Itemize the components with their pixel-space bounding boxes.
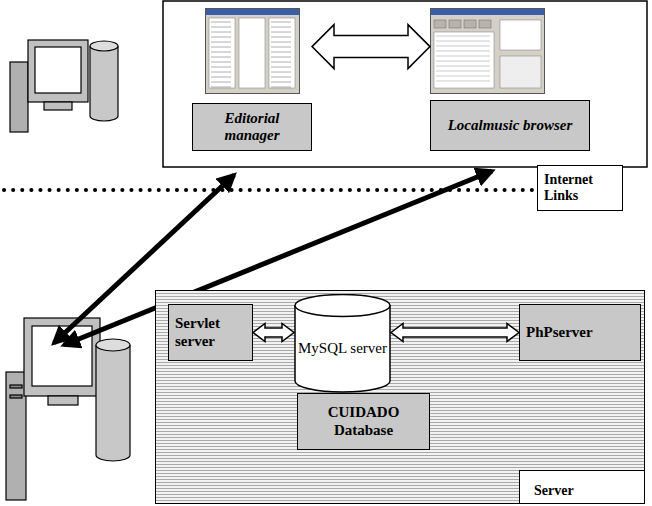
node-text: Localmusic browser — [448, 117, 573, 134]
internet-label-box: Internet Links — [537, 165, 623, 211]
server-region: Server Servlet serverMySQL server PhPserve… — [155, 290, 645, 504]
database-box: CUIDADO Database — [297, 393, 430, 450]
client-box — [163, 1, 647, 167]
app-label: Localmusic browser — [430, 100, 590, 151]
node-text: Server — [534, 483, 574, 498]
node-text: MySQL server — [298, 340, 387, 357]
node-text: CUIDADO Database — [304, 404, 423, 439]
editorial-app: Editorial manager — [192, 8, 312, 151]
block-arrow — [312, 25, 430, 69]
server-box: Servlet server — [168, 304, 253, 361]
screenshot — [430, 8, 545, 94]
client-computer — [10, 40, 118, 132]
node-text: Servlet server — [175, 315, 246, 350]
server-tag: Server — [519, 470, 644, 503]
node-text: PhPserver — [526, 324, 593, 341]
database-cylinder: MySQL server — [294, 294, 391, 393]
node-text: Editorial manager — [198, 110, 306, 145]
screenshot — [205, 8, 300, 94]
server-box: PhPserver — [519, 304, 641, 361]
app-label: Editorial manager — [192, 103, 312, 151]
node-text: Internet Links — [544, 172, 616, 204]
browser-app: Localmusic browser — [430, 8, 590, 151]
